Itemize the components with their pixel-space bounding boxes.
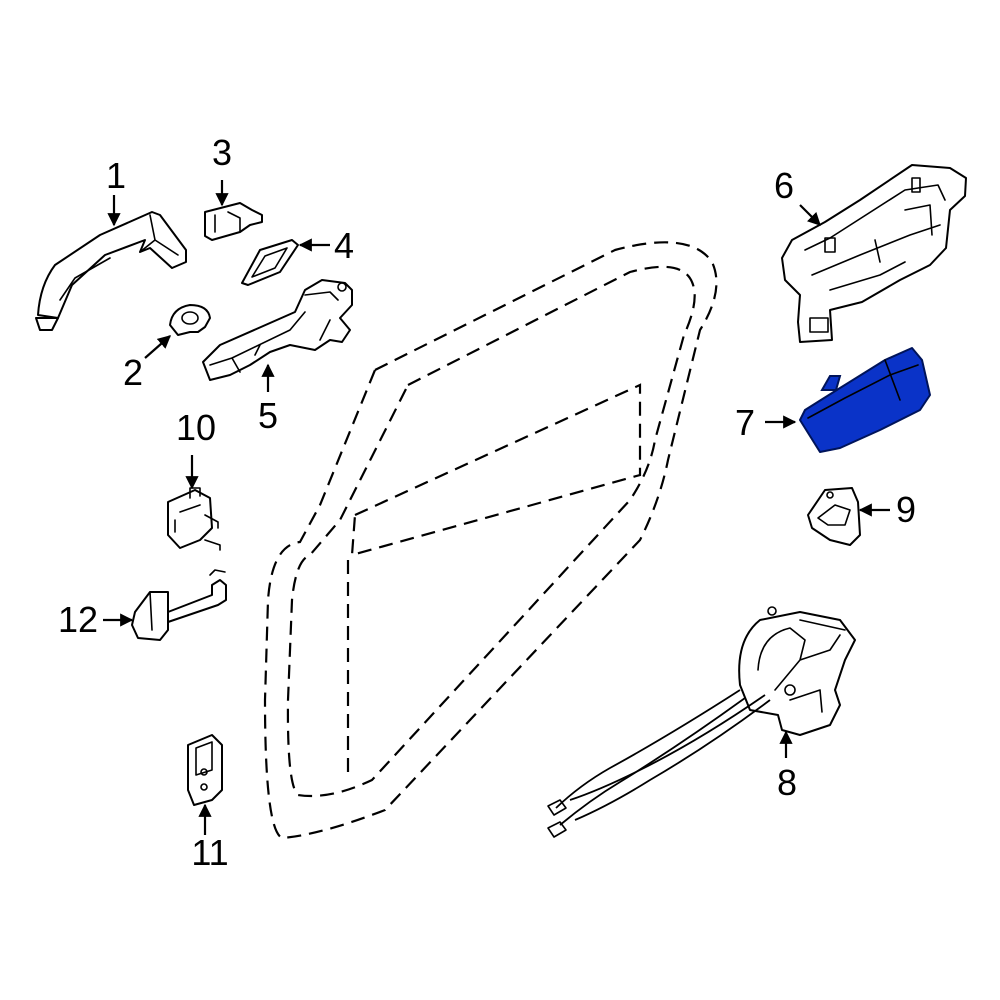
part-4-gasket [241,239,299,286]
callout-10: 10 [176,407,216,448]
callout-9: 9 [896,489,916,530]
callout-2: 2 [123,352,143,393]
part-3-cap [204,202,263,241]
part-1-outside-handle [35,211,187,331]
part-7-handle-cover [799,347,931,453]
part-10-actuator [167,487,221,551]
callout-1: 1 [106,155,126,196]
part-8-latch-assembly [547,606,856,838]
part-6-inside-handle-housing [781,164,967,343]
callout-12: 12 [58,599,98,640]
callout-6: 6 [774,165,794,206]
part-2-gasket [169,304,211,336]
leader-arrows [103,180,890,835]
callout-8: 8 [777,762,797,803]
callout-7: 7 [735,402,755,443]
callout-5: 5 [258,395,278,436]
door-outline [263,241,718,840]
part-11-hinge-bracket [187,734,223,806]
callout-3: 3 [212,132,232,173]
callout-11: 11 [191,832,228,873]
part-12-check-strap [131,569,227,641]
part-5-handle-bracket [202,279,353,381]
callout-4: 4 [334,225,354,266]
part-9-striker [807,487,861,546]
callout-labels: 1 2 3 4 5 6 7 8 9 10 11 12 [58,132,916,873]
